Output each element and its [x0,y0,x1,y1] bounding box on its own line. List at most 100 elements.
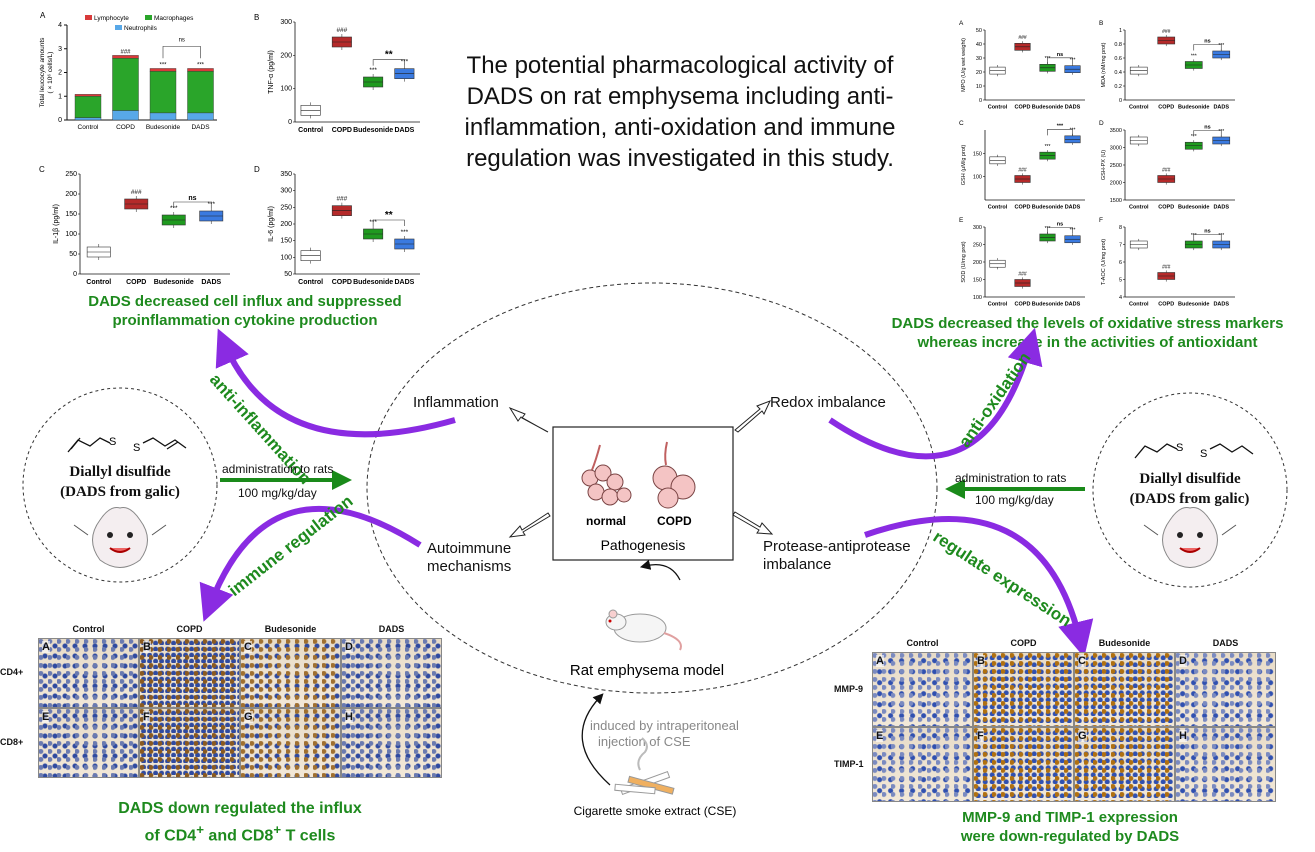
y-tick-label: 150 [65,211,77,218]
x-tick-label: DADS [394,127,414,134]
x-tick-label: Budesonide [353,127,393,134]
panel-letter: C [39,165,45,174]
curve-arrow-cse [581,693,611,786]
label-protease-1: Protease-antiprotease [763,538,911,555]
drug-name-right-2: (DADS from galic) [1129,491,1250,507]
x-tick-label: Control [1129,205,1149,211]
cigarette-icon [614,737,675,796]
garlic-icon-right [1143,507,1237,568]
histology-panel: A [872,652,973,727]
legend-swatch [145,15,152,20]
x-tick-label: COPD [1158,205,1174,211]
histology-panel: C [1074,652,1175,727]
panel-letter: F [143,711,150,723]
annotation: ns [1204,229,1210,235]
x-tick-label: COPD [1015,105,1031,111]
bracket [173,201,212,208]
panel-letter: A [42,641,50,653]
x-tick-label: Control [298,127,323,134]
pathogenesis-box [552,426,734,561]
panel-letter: C [959,120,964,127]
label-cse: Cigarette smoke extract (CSE) [574,804,737,818]
lung-normal-icon [581,444,632,506]
y-tick-label: 0.4 [1114,70,1122,76]
bracket [1047,227,1073,234]
column-label: COPD [1010,638,1037,648]
annotation: ns [1204,39,1210,45]
legend-swatch [115,25,122,30]
x-tick-label: Control [86,279,111,286]
x-tick-label: Budesonide [1032,105,1063,111]
column-label: DADS [1212,638,1239,648]
annotation: *** [159,63,167,69]
x-tick-label: COPD [332,127,352,134]
y-tick-label: 10 [976,84,982,90]
y-tick-label: 2500 [1110,163,1122,169]
y-axis-label: IL-1β (pg/ml) [53,204,60,244]
y-tick-label: 4 [1119,295,1122,301]
hollow-arrow-redox [734,400,771,433]
dads-circle-right [1092,392,1288,588]
panel-letter: B [254,13,259,22]
bracket [1193,130,1222,137]
y-tick-label: 100 [973,295,982,301]
label-protease-2: imbalance [763,556,832,573]
annotation: ns [1057,222,1063,228]
bar-segment [187,68,214,72]
y-tick-label: 0.8 [1114,42,1122,48]
histology-panel: C [240,638,341,708]
x-tick-label: Budesonide [1178,302,1209,308]
column-label: Budesonide [264,624,317,634]
annotation: *** [369,67,377,74]
y-tick-label: 0.2 [1114,84,1122,90]
x-tick-label: Budesonide [154,279,194,286]
curve-arrow-model [639,559,681,581]
x-tick-label: Control [1129,105,1149,111]
histology-panel: H [1175,727,1276,802]
dads-molecule-left [67,437,187,453]
sulfur-right-1: S [1176,442,1183,454]
y-tick-label: 150 [973,278,982,284]
annotation: *** [1191,53,1197,59]
histology-panel: B [973,652,1074,727]
histology-panel: F [139,708,240,778]
annotation: ### [1162,264,1171,270]
y-tick-label: 5 [1119,278,1122,284]
x-tick-label: DADS [201,279,221,286]
y-tick-label: 250 [973,243,982,249]
caption-bottom-left: DADS down regulated the influx of CD4+ a… [118,800,362,845]
row-label: CD4+ [0,667,24,677]
bracket [1047,57,1073,64]
label-copd: COPD [657,514,692,528]
annotation: ns [1204,125,1210,131]
y-axis-label: MDA (nM/mg prot) [1101,42,1107,87]
y-tick-label: 4 [58,22,62,29]
y-tick-label: 6 [1119,260,1122,266]
x-tick-label: DADS [394,279,414,286]
annotation: ns [188,195,196,202]
y-tick-label: 50 [976,28,982,34]
row-label: MMP-9 [834,683,863,694]
bar-segment [187,71,214,114]
y-axis-label: GSH (μM/g prot) [961,145,967,186]
panel-letter: H [345,711,353,723]
caption-bl-2: of CD4 [144,827,197,845]
y-tick-label: 8 [1119,225,1122,231]
x-tick-label: COPD [1158,302,1174,308]
column-label: DADS [378,624,405,634]
panel-letter: B [977,655,985,667]
label-pathogenesis: Pathogenesis [601,537,686,553]
mechanism-ellipse [366,282,938,694]
label-autoimmune-2: mechanisms [427,558,512,575]
x-tick-label: Budesonide [1032,205,1063,211]
bar-segment [112,58,139,111]
panel-letter: B [143,641,151,653]
caption-bottom-right: MMP-9 and TIMP-1 expression were down-re… [890,808,1250,846]
panel-letter: F [977,730,984,742]
caption-bl-3: and CD8 [203,827,274,845]
